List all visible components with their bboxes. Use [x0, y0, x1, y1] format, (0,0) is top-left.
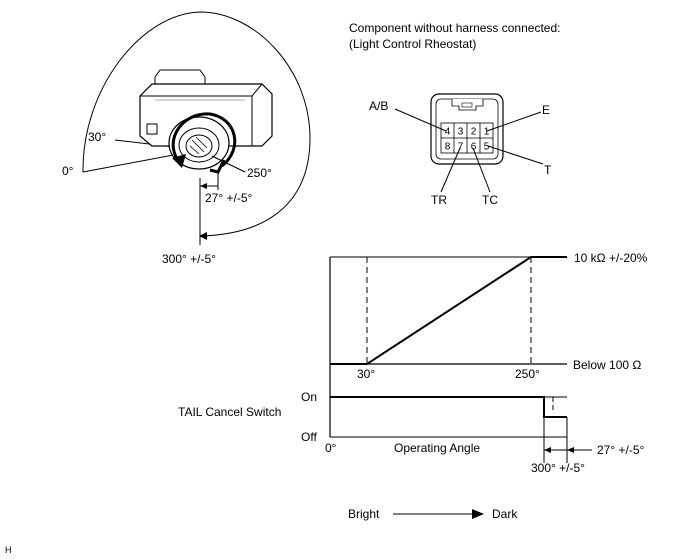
x-tick-30: 30°: [357, 367, 375, 381]
dark-label: Dark: [492, 507, 518, 521]
component-subtitle: (Light Control Rheostat): [349, 37, 476, 51]
pin-4: 4: [445, 127, 451, 138]
rotation-range-arc: [82, 11, 311, 237]
angle-300-label: 300° +/-5°: [162, 252, 216, 266]
x-tick-250: 250°: [515, 367, 540, 381]
pin-2: 2: [471, 127, 477, 138]
bright-label: Bright: [348, 507, 380, 521]
pin-8: 8: [445, 142, 451, 153]
pin-label-tc: TC: [482, 193, 498, 207]
switch-label: TAIL Cancel Switch: [178, 405, 281, 419]
leader-tc: [472, 147, 491, 193]
rheostat-illustration: 30° 0° 250° 27° +/-5° 300° +/-5°: [62, 11, 311, 266]
angle-300-graph-label: 300° +/-5°: [531, 461, 585, 475]
resistance-max-label: 10 kΩ +/-20%: [574, 251, 648, 265]
angle-30-label: 30°: [88, 130, 106, 144]
direction-arrowhead: [472, 509, 484, 519]
switch-state-trace: [330, 396, 567, 418]
component-title: Component without harness connected:: [349, 21, 560, 35]
leader-t: [487, 145, 544, 165]
angle-27-graph-label: 27° +/-5°: [597, 443, 644, 457]
angle-27-label: 27° +/-5°: [205, 191, 252, 205]
angle-250-label: 250°: [247, 166, 272, 180]
leader-ab: [394, 108, 447, 132]
characteristic-graph: 10 kΩ +/-20% Below 100 Ω 30° 250° TAIL C…: [178, 251, 648, 475]
knob-rotation-arrowhead: [172, 154, 186, 168]
switch-on-label: On: [301, 390, 317, 404]
x-origin-label: 0°: [325, 441, 337, 455]
resistance-min-label: Below 100 Ω: [573, 358, 641, 372]
pin-3: 3: [458, 127, 464, 138]
pin-label-t: T: [544, 163, 552, 177]
pin-7: 7: [458, 142, 464, 153]
direction-indicator: Bright Dark: [348, 507, 518, 521]
pin-1: 1: [484, 127, 490, 138]
resistance-curve: [330, 256, 567, 365]
leader-250: [211, 155, 246, 173]
pin-label-tr: TR: [431, 193, 447, 207]
switch-off-label: Off: [301, 430, 317, 444]
pin-5: 5: [484, 142, 490, 153]
connector-face: 4 3 2 1 8 7 6 5 A/B E T TR TC: [369, 93, 552, 207]
leader-e: [486, 111, 542, 132]
leader-tr: [440, 147, 461, 193]
rotation-arc-arrowhead: [199, 232, 207, 240]
pin-label-ab: A/B: [369, 99, 388, 113]
switch-body: [139, 69, 273, 170]
footer-mark: H: [5, 545, 12, 555]
knob-rotation-arrow: [171, 112, 237, 168]
x-axis-title: Operating Angle: [394, 441, 480, 455]
angle-0-label: 0°: [62, 164, 74, 178]
pin-label-e: E: [542, 103, 550, 117]
pin-6: 6: [471, 142, 477, 153]
